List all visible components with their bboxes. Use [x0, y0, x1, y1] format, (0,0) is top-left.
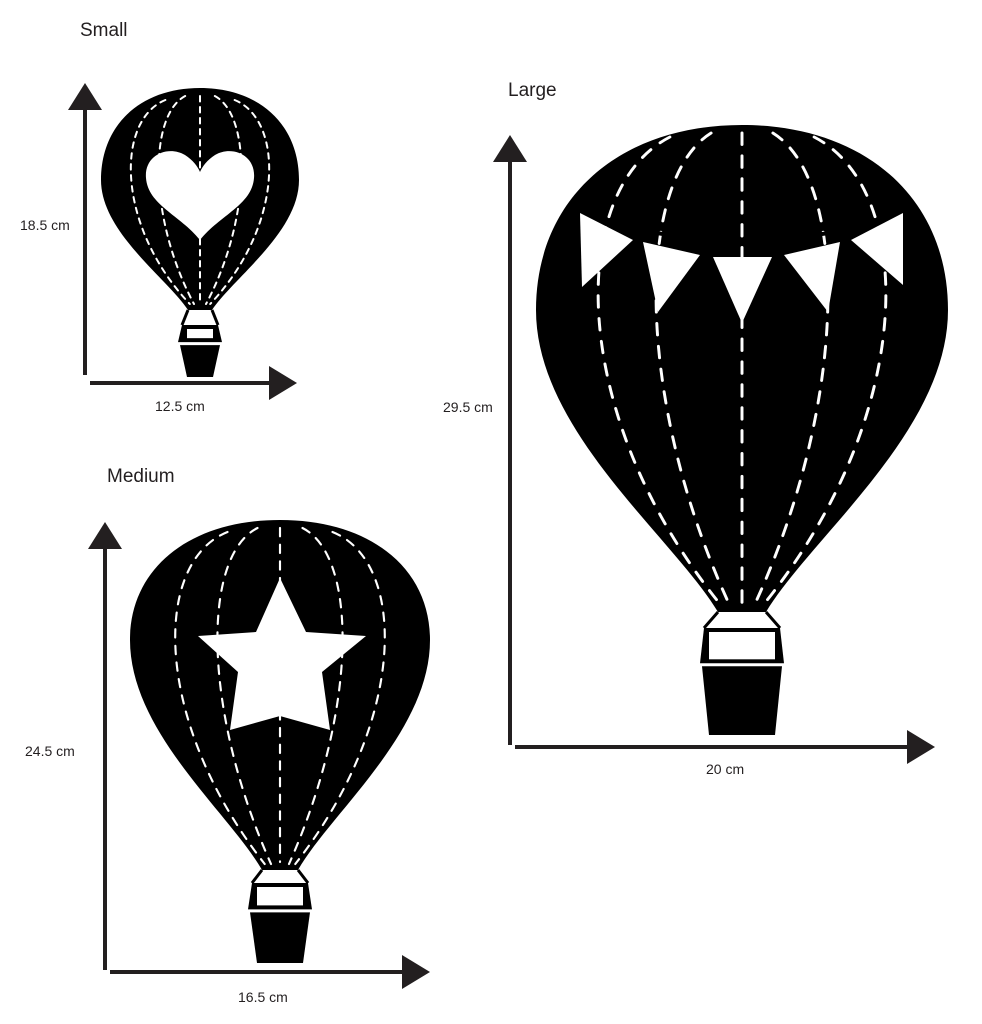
small-height-arrowhead-icon	[68, 83, 102, 110]
small-rope	[180, 309, 190, 326]
large-stitch-outer	[596, 135, 724, 608]
bunting-flag-icon	[580, 213, 633, 287]
large-size-label: Large	[508, 80, 557, 101]
small-basket	[180, 345, 220, 377]
large-stitch-outer	[760, 135, 888, 608]
bunting-string	[579, 213, 906, 242]
medium-balloon-icon	[130, 520, 430, 963]
large-height-label: 29.5 cm	[443, 399, 493, 415]
medium-basket-window	[257, 887, 303, 906]
bunting-flag-icon	[784, 242, 840, 312]
medium-width-label: 16.5 cm	[238, 989, 288, 1005]
medium-stitch-outer	[294, 530, 386, 866]
large-width-label: 20 cm	[706, 761, 745, 777]
bunting-flag-icon	[643, 242, 700, 312]
small-height-label: 18.5 cm	[20, 217, 70, 233]
small-size-label: Small	[80, 20, 128, 41]
large-basket-window	[709, 632, 775, 660]
star-icon	[198, 578, 366, 730]
bunting-flag-icon	[851, 213, 903, 285]
medium-rope	[250, 869, 264, 884]
medium-stitch-outer	[174, 530, 266, 866]
large-rope	[764, 611, 782, 629]
medium-dimension-arrows	[88, 522, 430, 989]
large-height-arrowhead-icon	[493, 135, 527, 162]
medium-basket	[250, 912, 310, 963]
large-balloon-icon	[536, 125, 948, 735]
bunting-flag-icon	[713, 257, 772, 323]
small-width-label: 12.5 cm	[155, 398, 205, 414]
large-width-arrowhead-icon	[907, 730, 935, 764]
small-stitch-outer	[129, 99, 191, 305]
large-dimension-arrows	[493, 135, 935, 764]
small-basket-window	[187, 329, 213, 339]
small-balloon-icon	[101, 88, 299, 377]
heart-icon	[145, 151, 255, 240]
medium-height-label: 24.5 cm	[25, 743, 75, 759]
small-width-arrowhead-icon	[269, 366, 297, 400]
medium-height-arrowhead-icon	[88, 522, 122, 549]
medium-width-arrowhead-icon	[402, 955, 430, 989]
small-stitch-outer	[209, 99, 271, 305]
large-rope	[702, 611, 720, 629]
large-basket	[702, 666, 782, 735]
small-dimension-arrows	[68, 83, 297, 400]
medium-size-label: Medium	[107, 466, 175, 487]
medium-rope	[296, 869, 310, 884]
large-stitch-inner	[654, 131, 732, 608]
small-rope	[210, 309, 220, 326]
